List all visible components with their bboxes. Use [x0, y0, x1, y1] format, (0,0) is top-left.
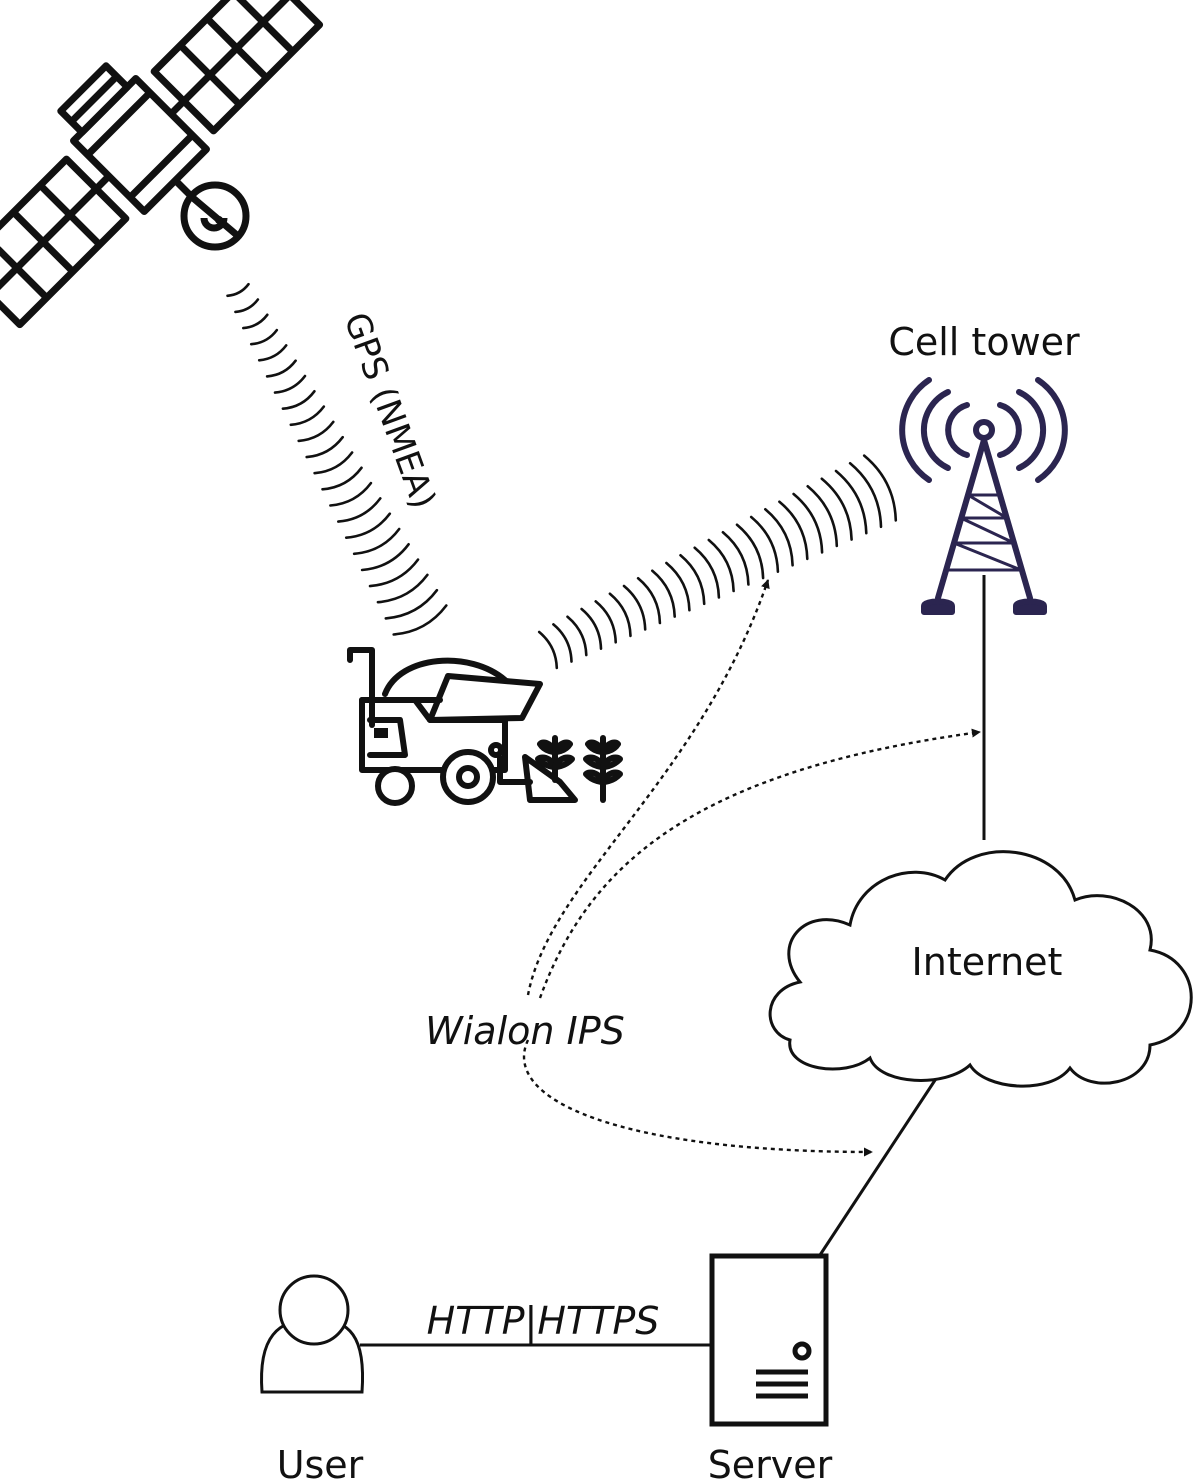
signal-wave-arc — [693, 546, 721, 599]
signal-wave-arc — [242, 313, 269, 330]
signal-wave-arc — [806, 485, 839, 548]
signal-wave-arc — [360, 543, 410, 572]
signal-wave-arc — [265, 359, 297, 378]
signal-wave-arc — [376, 573, 429, 604]
signal-wave-arc — [289, 405, 326, 427]
server-icon — [709, 1253, 829, 1427]
cell-tower-label: Cell tower — [888, 320, 1080, 364]
signal-wave-arc — [764, 508, 794, 567]
http-label: HTTP|HTTPS — [427, 1299, 660, 1344]
signal-wave-arc — [622, 584, 647, 631]
internet-server-link — [818, 1064, 947, 1256]
cell-tower-icon — [899, 377, 1068, 615]
signal-wave-arc — [321, 466, 363, 491]
server-label: Server — [708, 1443, 833, 1484]
internet-label: Internet — [912, 940, 1063, 984]
signal-wave-arc — [636, 577, 662, 625]
signal-wave-arc — [862, 454, 898, 522]
signal-wave-arc — [566, 615, 588, 657]
gps-signal-waves — [226, 282, 448, 636]
signal-wave-arc — [848, 462, 883, 529]
wialon-data-flow — [522, 579, 981, 1157]
cell-signal-waves — [537, 454, 898, 670]
user-label: User — [277, 1443, 364, 1484]
signal-wave-arc — [273, 374, 307, 394]
signal-wave-arc — [226, 282, 250, 298]
harvester-icon — [347, 647, 623, 806]
signal-wave-arc — [368, 558, 420, 588]
signal-wave-arc — [820, 477, 853, 541]
signal-wave-arc — [834, 469, 868, 535]
signal-wave-arc — [257, 344, 288, 362]
signal-wave-arc — [707, 538, 735, 593]
signal-wave-arc — [665, 561, 691, 612]
signal-wave-arc — [608, 592, 632, 638]
signal-wave-arc — [552, 623, 573, 663]
cloud-icon — [768, 850, 1193, 1088]
signal-wave-arc — [580, 607, 603, 650]
signal-wave-arc — [329, 481, 373, 507]
signal-wave-arc — [721, 531, 750, 586]
crop-plants-icon — [535, 735, 623, 803]
signal-wave-arc — [749, 515, 780, 573]
gps-label: GPS (NMEA) — [336, 307, 444, 514]
signal-wave-arc — [651, 569, 676, 618]
signal-wave-arc — [594, 600, 617, 644]
signal-wave-arc — [537, 630, 559, 670]
user-icon — [259, 1274, 365, 1394]
signal-wave-arc — [735, 523, 765, 580]
signal-wave-arc — [679, 554, 706, 606]
signal-wave-arc — [792, 492, 824, 554]
signal-wave-arc — [392, 604, 448, 636]
signal-wave-arc — [249, 328, 279, 346]
signal-wave-arc — [313, 451, 354, 475]
signal-wave-arc — [344, 512, 392, 539]
wialon-label: Wialon IPS — [425, 1009, 625, 1053]
signal-wave-arc — [281, 390, 316, 410]
signal-wave-arc — [305, 435, 344, 459]
signal-wave-arc — [337, 497, 382, 523]
signal-wave-arc — [297, 420, 335, 443]
satellite-icon — [0, 0, 324, 329]
signal-wave-arc — [352, 527, 401, 556]
signal-wave-arc — [778, 500, 809, 561]
signal-wave-arc — [234, 298, 260, 314]
signal-wave-arc — [384, 588, 439, 620]
